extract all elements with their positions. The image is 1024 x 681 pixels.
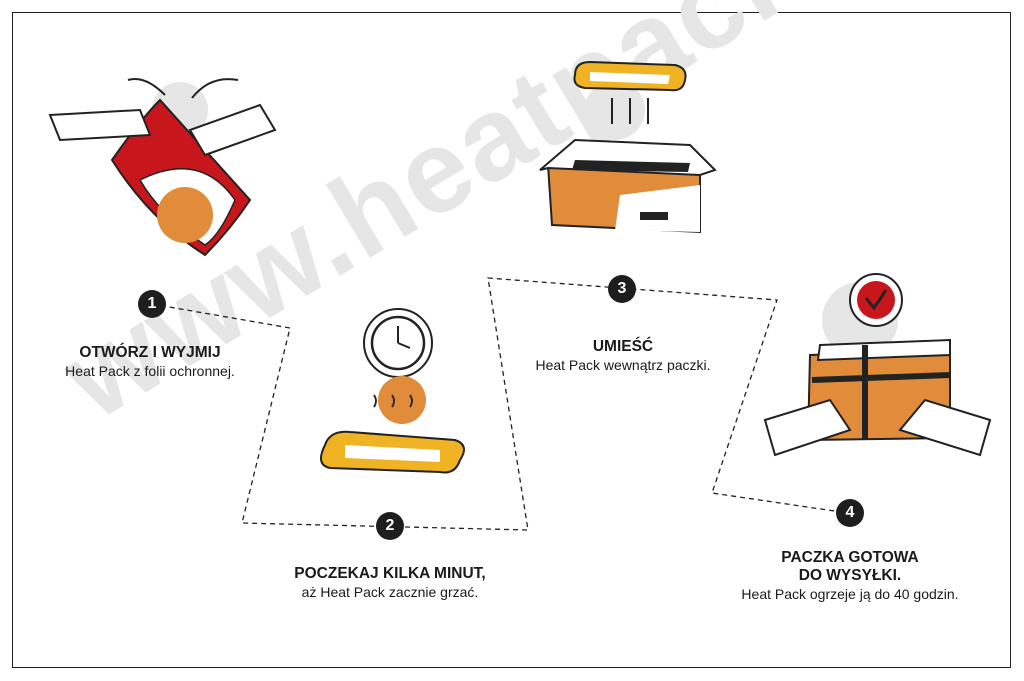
step-3-desc: Heat Pack wewnątrz paczki. (535, 357, 711, 373)
step-1-desc: Heat Pack z folii ochronnej. (65, 363, 235, 379)
step-1-text: OTWÓRZ I WYJMIJ Heat Pack z folii ochron… (30, 344, 270, 380)
dashed-path (151, 277, 849, 531)
step-2-badge: 2 (376, 512, 404, 540)
box-illustration (539, 60, 717, 234)
step-3-badge: 3 (608, 275, 636, 303)
foil-pack-illustration (48, 78, 277, 257)
package-illustration (763, 273, 992, 457)
step-4-title-line2: DO WYSYŁKI. (798, 567, 902, 584)
step-2-text: POCZEKAJ KILKA MINUT, aż Heat Pack zaczn… (250, 565, 530, 601)
step-1-title: OTWÓRZ I WYJMIJ (79, 344, 221, 361)
step-1-badge: 1 (138, 290, 166, 318)
frame-border (12, 12, 1011, 668)
step-3-title: UMIEŚĆ (592, 338, 654, 355)
step-3-text: UMIEŚĆ Heat Pack wewnątrz paczki. (503, 338, 743, 374)
step-2-title: POCZEKAJ KILKA MINUT, (294, 565, 486, 582)
step-4-title: PACZKA GOTOWA (781, 549, 919, 566)
step-2-desc: aż Heat Pack zacznie grzać. (301, 584, 479, 600)
step-4-badge: 4 (836, 499, 864, 527)
clock-illustration (320, 308, 465, 474)
step-4-text: PACZKA GOTOWA DO WYSYŁKI. Heat Pack ogrz… (710, 549, 990, 603)
step-4-desc: Heat Pack ogrzeje ją do 40 godzin. (741, 586, 959, 602)
